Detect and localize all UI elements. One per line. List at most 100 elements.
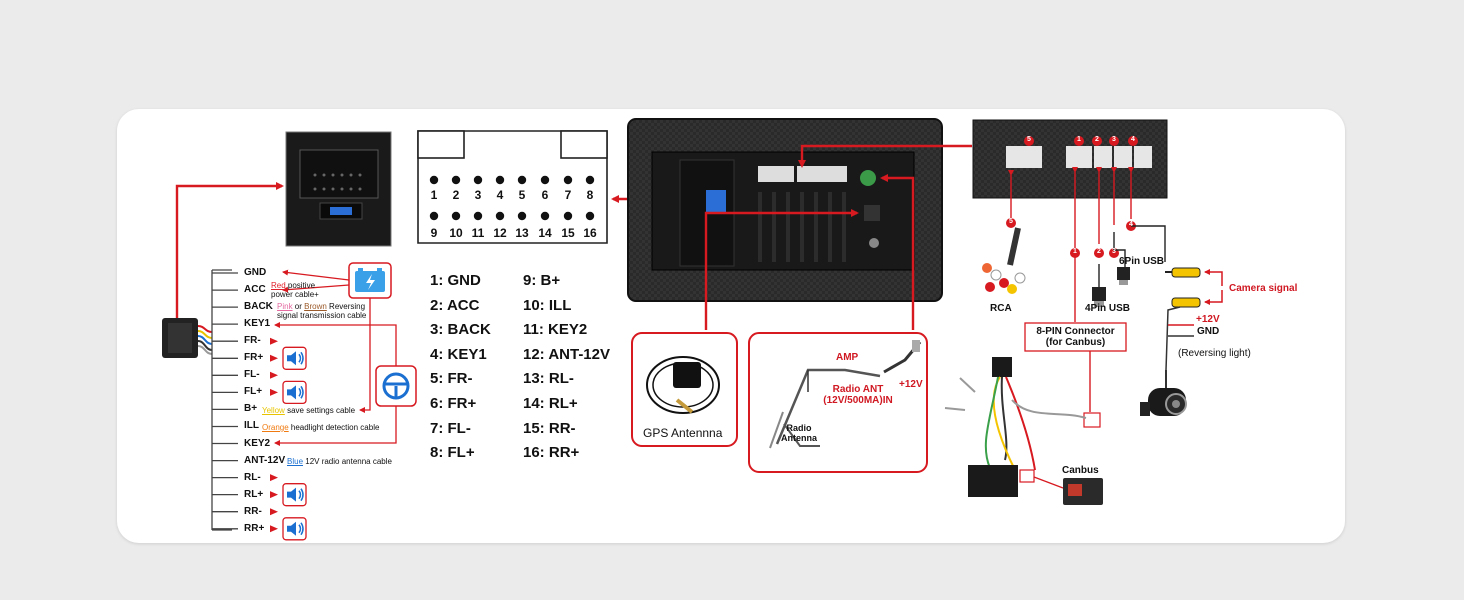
- pin-table-row: 5: FR-13: RL-: [430, 370, 630, 395]
- pin-table-entry: 8: FL+: [430, 444, 475, 461]
- connector-pin-dot: [495, 175, 505, 185]
- pin-name: RL+: [548, 394, 578, 412]
- canbus-box: [1063, 478, 1103, 505]
- usb-6pin: [1117, 267, 1130, 285]
- wire-label: FL+: [244, 386, 263, 398]
- connector-pin-dot: [540, 211, 550, 221]
- port-badge-number: 1: [1077, 136, 1081, 143]
- connector-pin-number: 11: [471, 226, 485, 240]
- pin-table-row: 4: KEY1 12: ANT-12V: [430, 346, 630, 371]
- pin-number: 7:: [430, 419, 444, 437]
- pin-name: KEY1: [447, 345, 487, 363]
- usb-4pin: [1092, 287, 1106, 307]
- connector-pin-number: 1: [430, 188, 438, 202]
- wire-label: KEY1: [244, 318, 271, 330]
- connector-pin-dot: [473, 211, 483, 221]
- port-badge-number: 5: [1027, 136, 1031, 143]
- rca-plugs: [1165, 267, 1201, 308]
- port-badge-number: 4: [1131, 136, 1135, 143]
- connector-pin-dot: [429, 175, 439, 185]
- gps-label: GPS Antennna: [643, 426, 723, 440]
- connector-pin-number: 7: [564, 188, 572, 202]
- pin-number: 2:: [430, 296, 444, 314]
- port-badge-number: 5: [1009, 218, 1013, 225]
- pin-table-row: 3: BACK 11: KEY2: [430, 321, 630, 346]
- connector-pin-number: 13: [515, 226, 529, 240]
- pin-table-row: 7: FL-15: RR-: [430, 420, 630, 445]
- pin-number: 13:: [523, 370, 545, 388]
- speaker-icon: [282, 380, 307, 405]
- reversing-light-label: (Reversing light): [1178, 348, 1251, 359]
- pin-name: FR+: [447, 394, 477, 412]
- pin-table-entry: 9: B+: [523, 272, 560, 289]
- pin-number: 4:: [430, 345, 444, 363]
- battery-icon: [348, 262, 392, 299]
- wire-arrows: [212, 272, 278, 533]
- connector-pin-number: 8: [586, 188, 594, 202]
- canbus-connector-box: [1024, 322, 1127, 352]
- connector-pin-number: 3: [474, 188, 482, 202]
- wire-label: ANT-12V: [244, 454, 286, 466]
- pin-number: 8:: [430, 444, 444, 462]
- pin-table-entry: 7: FL-: [430, 420, 471, 437]
- connector-pin-number: 15: [561, 226, 575, 240]
- pin-name: FL+: [447, 444, 475, 462]
- wire-label: RR-: [244, 505, 262, 517]
- wire-label: FL-: [244, 369, 260, 381]
- reversing-camera: [1140, 370, 1187, 416]
- connector-pin-dot: [517, 175, 527, 185]
- gps-antenna-box: [631, 332, 738, 447]
- speaker-icon: [282, 346, 307, 370]
- camera-plus12v-label: +12V: [1196, 314, 1220, 325]
- pin-number: 5:: [430, 370, 444, 388]
- connector-pin-number: 16: [583, 226, 597, 240]
- speaker-icon: [282, 517, 307, 541]
- pin-number: 15:: [523, 419, 545, 437]
- pin-table-entry: 2: ACC: [430, 297, 479, 314]
- pin-table-row: 6: FR+ 14: RL+: [430, 395, 630, 420]
- pin-table-entry: 11: KEY2: [523, 321, 587, 338]
- pin-table-entry: 3: BACK: [430, 321, 491, 338]
- plug-to-photo-arrow: [175, 182, 284, 318]
- wire-label: ACC: [244, 284, 266, 296]
- pin-table-entry: 6: FR+: [430, 395, 476, 412]
- pin-number: 11:: [523, 321, 544, 339]
- wire-label: FR+: [244, 352, 264, 364]
- pin-table-entry: 12: ANT-12V: [523, 346, 610, 363]
- wire-label: BACK: [244, 301, 273, 313]
- pin-name: BACK: [447, 321, 491, 339]
- wire-label: B+: [244, 403, 258, 415]
- port-badge-number: 2: [1097, 248, 1101, 255]
- pin-table-entry: 14: RL+: [523, 395, 578, 412]
- port-badge: [1074, 136, 1084, 146]
- radio-antenna-box: [748, 332, 928, 473]
- port-badge: [1006, 218, 1016, 228]
- connector-pin-number: 4: [496, 188, 504, 202]
- pin-name: KEY2: [548, 321, 588, 339]
- pin-name: ACC: [446, 296, 480, 314]
- canbus-label: Canbus: [1062, 465, 1099, 476]
- connector-pin-number: 10: [449, 226, 463, 240]
- connector-pin-dot: [585, 211, 595, 221]
- pin-name: B+: [540, 272, 561, 289]
- plus12v-radio-label: +12V: [899, 379, 923, 390]
- port-badge: [1128, 136, 1138, 146]
- port-badge: [1094, 248, 1104, 258]
- wire-label: RR+: [244, 522, 265, 534]
- pin-table-entry: 4: KEY1: [430, 346, 487, 363]
- connector-pin-number: 14: [538, 226, 552, 240]
- pin-number: 9:: [523, 272, 537, 289]
- amp-label: AMP: [836, 352, 859, 363]
- steering-wheel-icon: [375, 365, 417, 407]
- speaker-icons: [282, 346, 307, 541]
- connector-pin-dot: [429, 211, 439, 221]
- connector-pin-number: 12: [493, 226, 507, 240]
- wire-label: FR-: [244, 335, 261, 347]
- connector-pin-dot: [563, 211, 573, 221]
